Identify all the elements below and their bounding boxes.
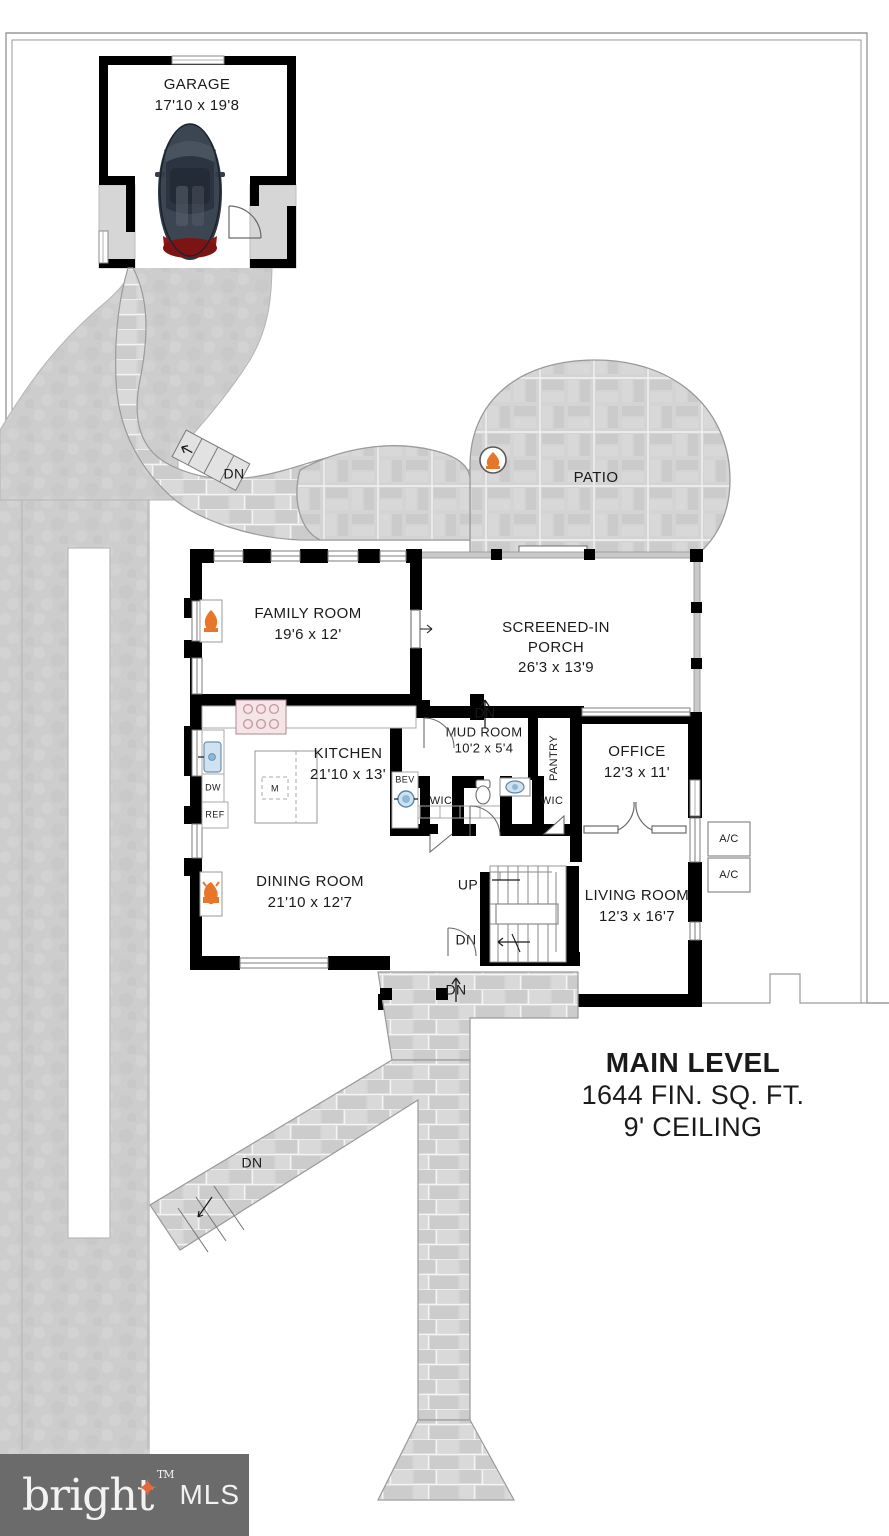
appliance-label-ref: REF: [205, 809, 224, 819]
driveway-steps: DN: [171, 429, 251, 492]
property-notch: [702, 973, 867, 1004]
pantry: PANTRY: [548, 735, 560, 781]
room-dim-kitchen: 21'10 x 13': [310, 766, 386, 783]
front-stoop: DN: [377, 971, 579, 1061]
room-label-living: LIVING ROOM: [585, 887, 689, 904]
room-label-porch-line1: SCREENED-IN: [502, 619, 610, 636]
wic-left-label: WIC: [430, 795, 453, 807]
room-dim-family: 19'6 x 12': [274, 626, 341, 643]
room-dim-living: 12'3 x 16'7: [599, 908, 675, 925]
ac-units: A/C A/C: [707, 821, 751, 893]
island-microwave-label: M: [271, 783, 279, 793]
watermark-star-icon: ✦: [136, 1473, 159, 1504]
sink-icon: [198, 741, 222, 773]
office-french-doors: [583, 801, 687, 834]
car-graphic: [155, 123, 225, 260]
stair-marker-dn-front: DN: [445, 982, 466, 998]
room-dim-office: 12'3 x 11': [604, 764, 670, 781]
family-room: FAMILY ROOM 19'6 x 12': [199, 599, 433, 649]
toilet-icon: [475, 779, 491, 805]
stair-marker-dn-mud: DN: [474, 705, 495, 721]
watermark-mls-text: MLS: [179, 1479, 241, 1510]
garage-entry-door: [228, 205, 262, 239]
wic-right-label: WIC: [541, 795, 564, 807]
appliance-label-dw: DW: [205, 782, 221, 792]
stair-marker-dn-walk: DN: [241, 1155, 262, 1171]
ac-unit-1-label: A/C: [719, 833, 739, 845]
room-dim-mud: 10'2 x 5'4: [455, 740, 514, 755]
room-label-dining: DINING ROOM: [256, 873, 364, 890]
stair-marker-up: UP: [458, 877, 478, 893]
living-room: LIVING ROOM 12'3 x 16'7: [585, 887, 689, 925]
title-block: MAIN LEVEL 1644 FIN. SQ. FT. 9' CEILING: [528, 1046, 858, 1144]
watermark-tm: TM: [156, 1467, 175, 1481]
patio: PATIO: [296, 359, 731, 583]
kitchen: DW REF M KITCHEN 21'10 x 13': [198, 699, 417, 829]
vanity-sink-icon: [499, 777, 531, 797]
screened-porch: SCREENED-IN PORCH 26'3 x 13'9: [419, 549, 703, 726]
room-label-mud: MUD ROOM: [446, 724, 523, 739]
bev-sink-icon: [394, 790, 418, 808]
staircase: UP DN: [447, 865, 567, 963]
garage-window: [171, 55, 225, 65]
fire-pit-icon: [479, 446, 507, 474]
fireplace-dining-icon: [199, 871, 223, 917]
room-label-family: FAMILY ROOM: [254, 605, 361, 622]
stair-marker-dn-stair: DN: [455, 932, 476, 948]
garage-side-window: [98, 230, 109, 264]
dining-room: DINING ROOM 21'10 x 12'7: [199, 871, 364, 917]
room-label-kitchen: KITCHEN: [314, 745, 383, 762]
title-area: 1644 FIN. SQ. FT.: [581, 1080, 805, 1111]
bright-mls-watermark: bright ✦ TM MLS: [0, 1454, 249, 1536]
room-label-garage: GARAGE: [164, 76, 231, 93]
room-dim-porch: 26'3 x 13'9: [518, 659, 594, 676]
front-walkway: DN: [149, 1059, 516, 1536]
title-ceiling: 9' CEILING: [623, 1112, 763, 1143]
office: OFFICE 12'3 x 11': [583, 743, 701, 834]
room-label-patio: PATIO: [574, 469, 619, 486]
cooktop-icon: [235, 699, 287, 735]
title-level: MAIN LEVEL: [605, 1047, 781, 1078]
pantry-label: PANTRY: [548, 735, 560, 781]
kitchen-island: M: [254, 750, 318, 824]
watermark-brand: bright ✦ TM: [22, 1468, 174, 1521]
room-label-porch-line2: PORCH: [528, 639, 584, 656]
stair-marker-dn-driveway: DN: [223, 466, 244, 482]
fireplace-family-icon: [199, 599, 223, 643]
watermark-brand-text: bright: [22, 1469, 154, 1521]
room-label-office: OFFICE: [608, 743, 665, 760]
ac-unit-2-label: A/C: [719, 869, 739, 881]
room-dim-garage: 17'10 x 19'8: [155, 97, 240, 114]
utility-cluster: BEV WIC WIC: [391, 771, 565, 854]
bev-label: BEV: [395, 774, 414, 784]
room-dim-dining: 21'10 x 12'7: [268, 894, 353, 911]
